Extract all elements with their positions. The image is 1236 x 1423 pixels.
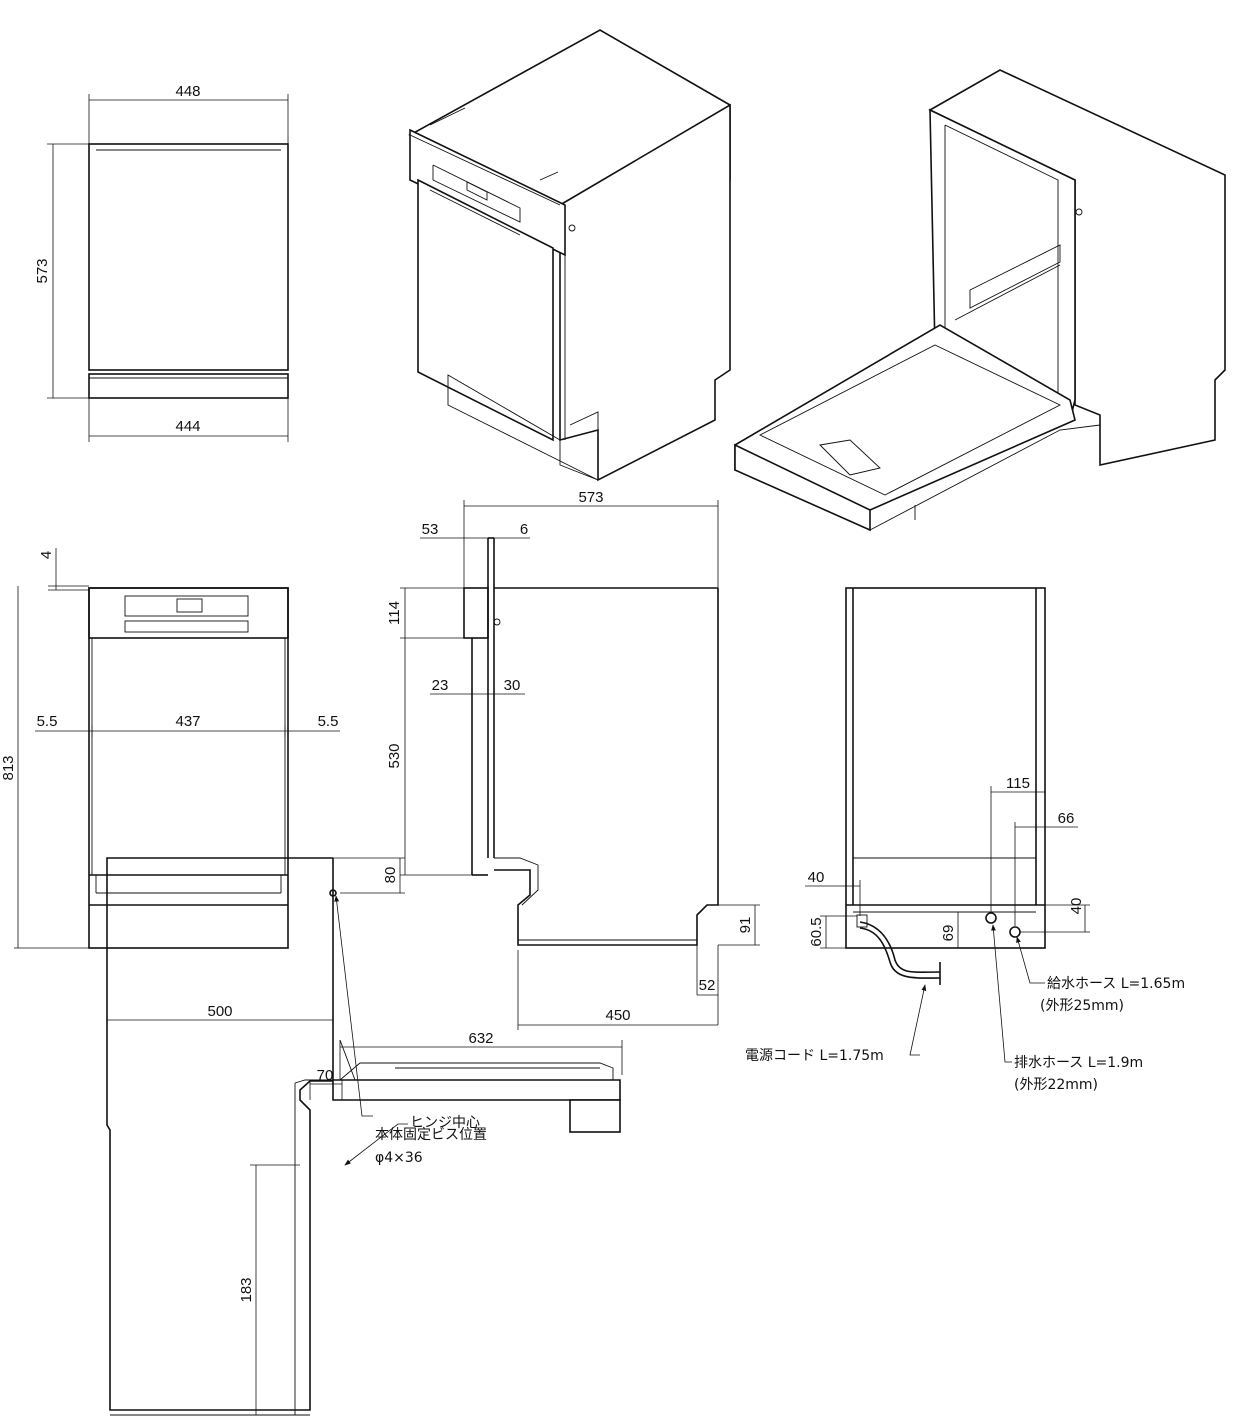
dim-side-530: 530 xyxy=(386,743,403,768)
rear-view xyxy=(805,587,1090,1063)
label-hinge-center: ヒンジ中心 xyxy=(410,1115,480,1131)
isometric-closed-view xyxy=(408,29,731,482)
dim-open-70: 70 xyxy=(317,1067,334,1084)
side-view xyxy=(400,500,760,1030)
dim-full-front-right: 5.5 xyxy=(318,713,339,730)
dim-side-52: 52 xyxy=(699,977,716,994)
dim-side-depth: 573 xyxy=(578,489,603,506)
dim-rear-40-right: 40 xyxy=(1068,898,1085,915)
label-water-supply-od: (外形25mm) xyxy=(1040,998,1124,1014)
label-power-cord: 電源コード L=1.75m xyxy=(745,1048,884,1064)
isometric-open-view xyxy=(734,69,1226,532)
open-door-side-view xyxy=(106,857,623,1416)
dim-rear-115: 115 xyxy=(1006,775,1030,792)
dim-open-80: 80 xyxy=(382,867,399,884)
dim-front-top-height: 573 xyxy=(34,258,51,283)
dim-open-183: 183 xyxy=(238,1277,255,1302)
label-fixing-screw: 本体固定ビス位置 xyxy=(375,1127,487,1143)
front-panel-view xyxy=(47,94,289,442)
dim-full-front-offset: 4 xyxy=(38,551,55,559)
dim-full-front-left: 5.5 xyxy=(37,713,58,730)
dim-rear-60-5: 60.5 xyxy=(808,917,825,946)
dim-side-6: 6 xyxy=(520,521,528,538)
dim-side-30: 30 xyxy=(504,677,521,694)
dim-front-top-width: 448 xyxy=(175,83,200,100)
label-drain-hose: 排水ホース L=1.9m xyxy=(1014,1055,1143,1071)
dim-full-front-height: 813 xyxy=(0,755,17,780)
dim-open-500: 500 xyxy=(207,1003,232,1020)
dim-side-114: 114 xyxy=(386,601,403,625)
dim-side-450: 450 xyxy=(605,1007,630,1024)
dim-front-base-width: 444 xyxy=(175,418,200,435)
dim-full-front-center: 437 xyxy=(175,713,200,730)
dim-rear-66: 66 xyxy=(1058,810,1075,827)
label-water-supply-hose: 給水ホース L=1.65m xyxy=(1047,976,1185,992)
label-fixing-screw-size: φ4×36 xyxy=(375,1150,423,1166)
dim-side-53: 53 xyxy=(422,521,439,538)
dim-side-23: 23 xyxy=(432,677,449,694)
full-front-view xyxy=(14,548,340,949)
dim-side-91: 91 xyxy=(737,917,754,934)
dim-rear-40-left: 40 xyxy=(808,869,825,886)
dim-open-632: 632 xyxy=(468,1030,493,1047)
dim-rear-69: 69 xyxy=(940,925,957,942)
label-drain-od: (外形22mm) xyxy=(1014,1077,1098,1093)
